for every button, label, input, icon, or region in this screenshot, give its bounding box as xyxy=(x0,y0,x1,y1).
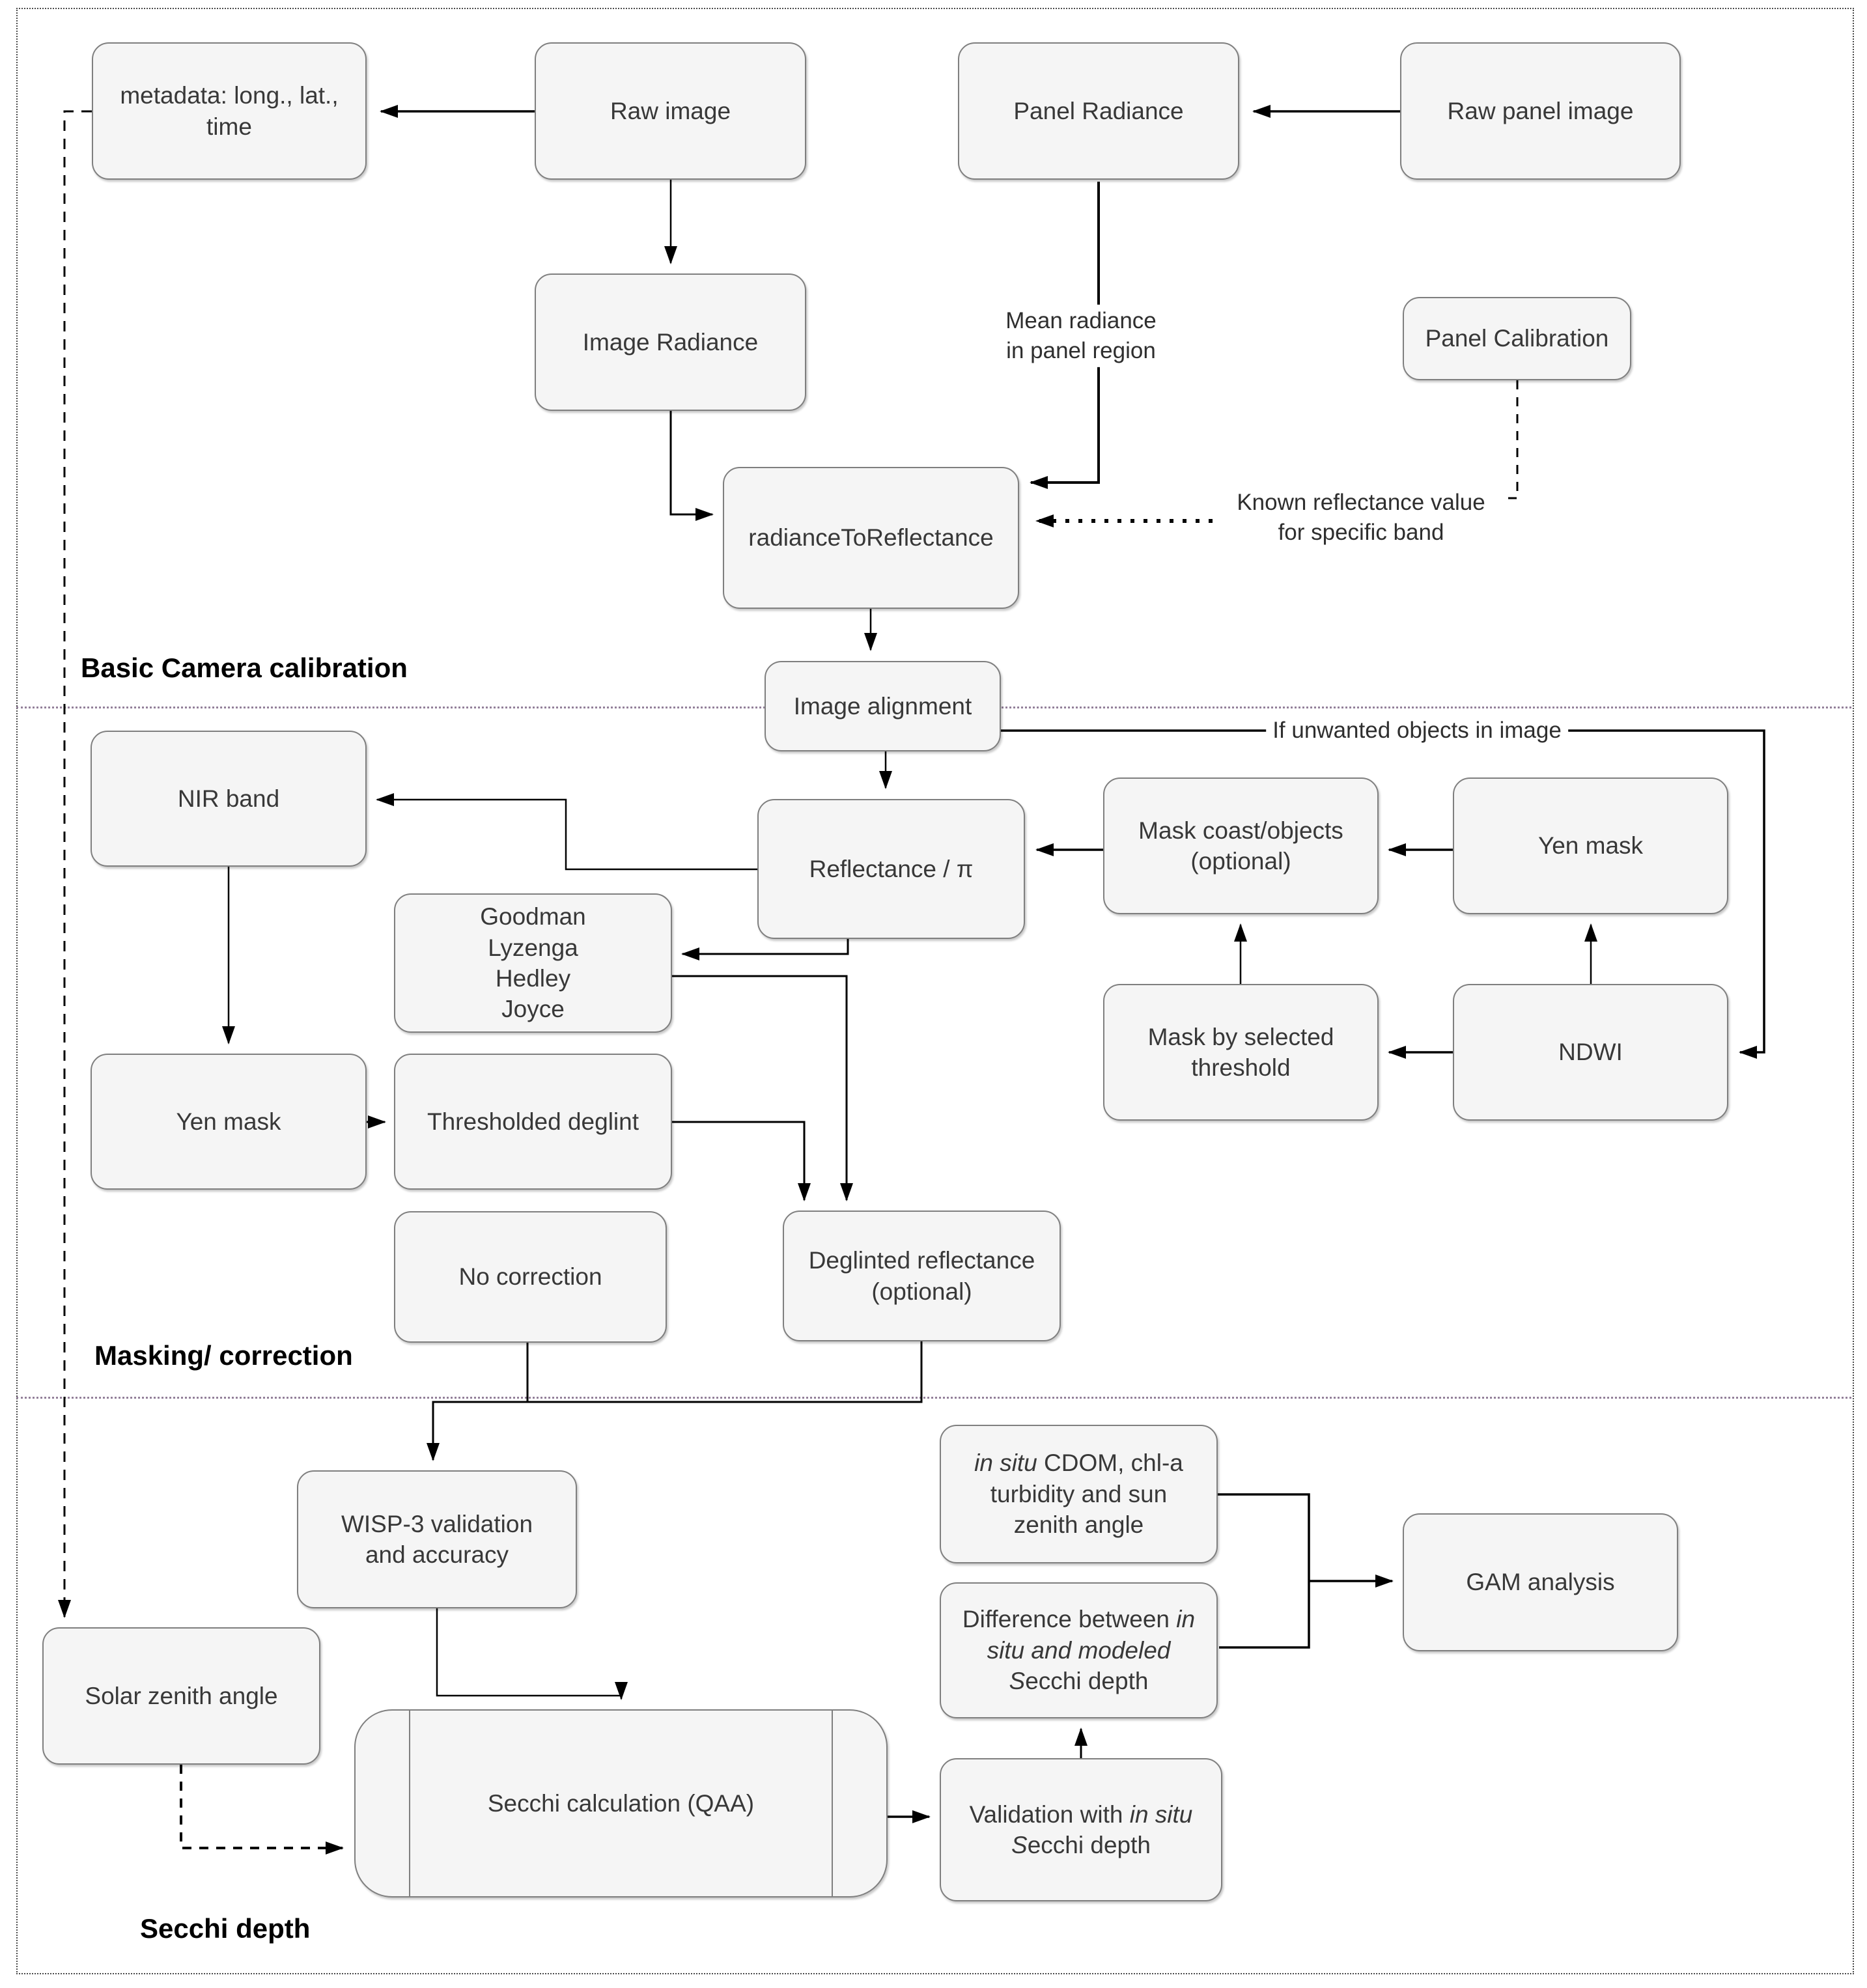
edge-goodman-to-deglinted xyxy=(672,975,853,1201)
node-label-ndwi: NDWI xyxy=(1558,1039,1623,1066)
edge-cdom-difference-join xyxy=(1218,1493,1310,1649)
node-label-panel-radiance: Panel Radiance xyxy=(1013,97,1184,124)
node-label-thresholded-deglint: Thresholded deglint xyxy=(427,1108,639,1135)
node-yen-mask-top: Yen mask xyxy=(1453,777,1728,914)
node-label-solar-zenith-angle: Solar zenith angle xyxy=(85,1682,278,1709)
edge-label-if-unwanted-objects: If unwanted objects in image xyxy=(1266,714,1568,748)
edge-panel-radiance-to-radiance-to-reflectance xyxy=(1030,182,1100,489)
node-gam-analysis: GAM analysis xyxy=(1403,1513,1678,1651)
edge-wisp3-to-secchi-calculation xyxy=(436,1608,628,1700)
node-label-radiance-to-reflectance: radianceToReflectance xyxy=(748,524,994,552)
node-label-deglinted-reflectance: Deglinted reflectance(optional) xyxy=(808,1247,1035,1305)
node-label-metadata: metadata: long., lat.,time xyxy=(120,82,339,140)
node-label-raw-panel-image: Raw panel image xyxy=(1447,97,1634,124)
node-label-reflectance-pi: Reflectance / π xyxy=(809,855,974,882)
section-label-masking-correction: Masking/ correction xyxy=(94,1340,353,1371)
node-panel-calibration: Panel Calibration xyxy=(1403,297,1631,380)
edge-image-radiance-to-radiance-to-reflectance xyxy=(669,411,714,521)
edge-metadata-to-solar-zenith-dashed xyxy=(58,110,92,1618)
node-label-image-alignment: Image alignment xyxy=(793,692,972,720)
node-label-gam-analysis: GAM analysis xyxy=(1466,1569,1615,1596)
node-deglinted-reflectance: Deglinted reflectance(optional) xyxy=(783,1211,1061,1341)
node-metadata: metadata: long., lat.,time xyxy=(92,42,367,180)
edge-solar-zenith-to-secchi-dashed xyxy=(180,1765,344,1855)
section-label-secchi-depth: Secchi depth xyxy=(140,1913,311,1944)
node-thresholded-deglint: Thresholded deglint xyxy=(394,1054,672,1190)
node-label-raw-image: Raw image xyxy=(610,97,731,124)
node-secchi-calculation: Secchi calculation (QAA) xyxy=(354,1709,888,1897)
subroutine-left-bar xyxy=(409,1711,410,1896)
node-nir-band: NIR band xyxy=(91,731,367,867)
edge-thresholded-deglint-to-deglinted xyxy=(672,1121,811,1201)
node-label-no-correction: No correction xyxy=(458,1263,602,1291)
node-panel-radiance: Panel Radiance xyxy=(958,42,1239,180)
node-label-mask-coast-objects: Mask coast/objects(optional) xyxy=(1138,817,1343,875)
node-label-secchi-calculation: Secchi calculation (QAA) xyxy=(487,1789,755,1817)
node-label-nir-band: NIR band xyxy=(177,785,280,812)
node-label-panel-calibration: Panel Calibration xyxy=(1425,325,1609,352)
node-mask-coast-objects: Mask coast/objects(optional) xyxy=(1103,777,1379,914)
node-radiance-to-reflectance: radianceToReflectance xyxy=(723,467,1019,609)
edge-reflectance-pi-to-goodman xyxy=(681,939,849,960)
subroutine-right-bar xyxy=(832,1711,833,1896)
section-label-basic-camera-calibration: Basic Camera calibration xyxy=(81,652,408,683)
node-no-correction: No correction xyxy=(394,1211,667,1343)
node-ndwi: NDWI xyxy=(1453,984,1728,1121)
node-label-image-radiance: Image Radiance xyxy=(582,328,759,356)
node-image-alignment: Image alignment xyxy=(765,661,1001,751)
edge-deglinted-no-correction-to-wisp3 xyxy=(427,1341,923,1461)
node-solar-zenith-angle: Solar zenith angle xyxy=(42,1627,320,1765)
node-raw-panel-image: Raw panel image xyxy=(1400,42,1681,180)
edge-reflectance-pi-to-nir-band xyxy=(376,793,757,871)
section-divider-2 xyxy=(16,1397,1851,1399)
node-yen-mask-left: Yen mask xyxy=(91,1054,367,1190)
node-reflectance-pi: Reflectance / π xyxy=(757,799,1025,939)
node-raw-image: Raw image xyxy=(535,42,806,180)
edge-panel-calibration-dashed xyxy=(1508,380,1519,499)
node-label-yen-mask-left: Yen mask xyxy=(176,1108,281,1135)
node-label-yen-mask-top: Yen mask xyxy=(1537,832,1644,860)
node-image-radiance: Image Radiance xyxy=(535,273,806,411)
